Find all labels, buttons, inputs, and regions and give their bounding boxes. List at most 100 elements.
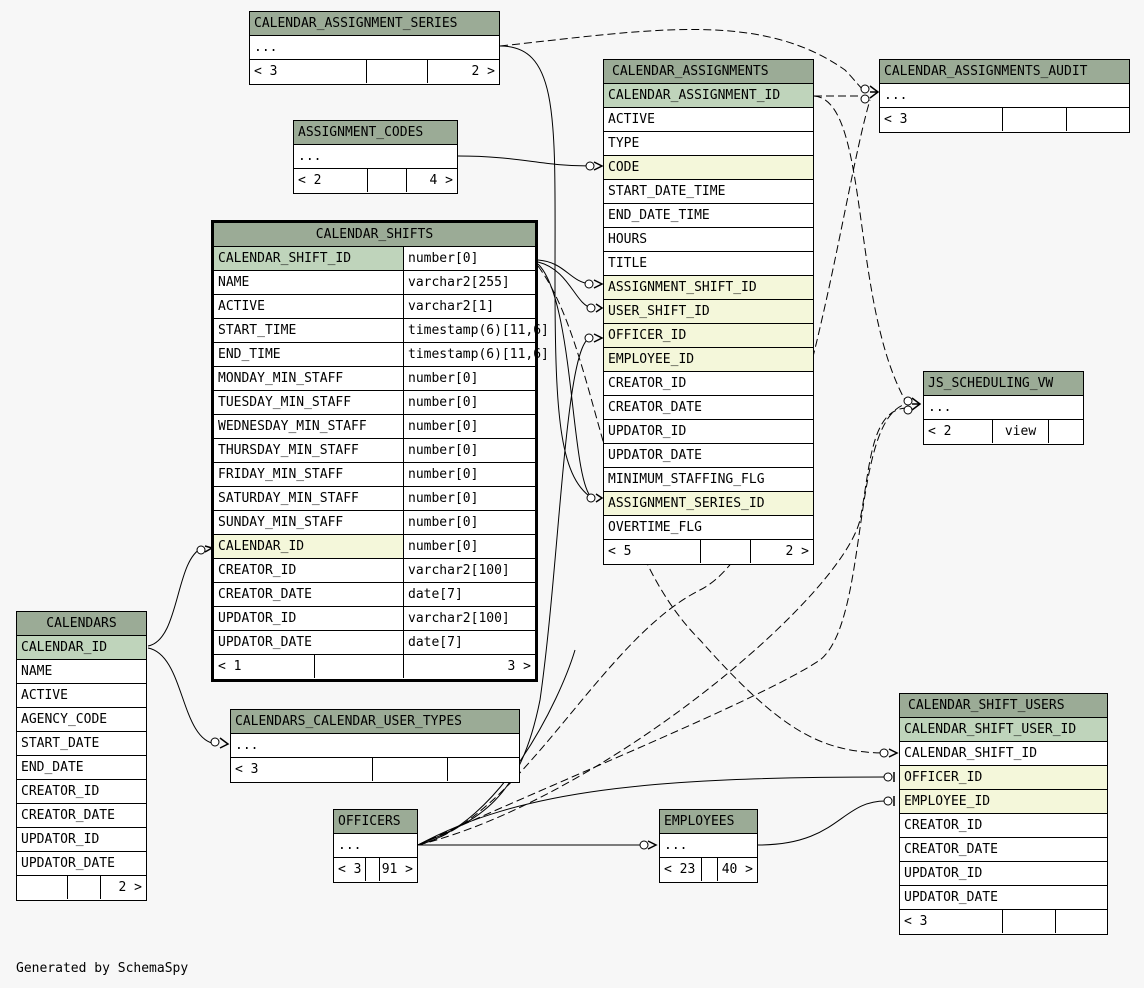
edge-officers-shift-users: [417, 776, 888, 846]
column-row: CALENDAR_ID: [17, 636, 146, 660]
column-row: END_DATE_TIME: [604, 204, 813, 228]
column-row: UPDATOR_ID: [604, 420, 813, 444]
footer-children[interactable]: [1066, 108, 1129, 131]
footer-children[interactable]: 91 >: [379, 858, 417, 881]
crowfoot: [647, 840, 658, 850]
footer-mid: [1002, 910, 1055, 933]
crowfoot: [219, 737, 230, 749]
edge-end-circle: [584, 279, 594, 289]
table-footer: 2 >: [17, 876, 146, 900]
footer-parents[interactable]: < 3: [904, 914, 928, 929]
footer-parents[interactable]: [17, 876, 67, 899]
footer-children[interactable]: 2 >: [100, 876, 146, 899]
edge-end-circle: [879, 748, 889, 758]
column-row: START_DATE_TIME: [604, 180, 813, 204]
footer-mid: [1002, 108, 1066, 131]
table-title: EMPLOYEES: [664, 814, 735, 829]
footer-parents[interactable]: < 5: [608, 544, 632, 559]
table-assignment-codes[interactable]: ASSIGNMENT_CODES ... < 2 4 >: [293, 120, 458, 194]
edge-end-circle: [196, 545, 206, 555]
column-row: CREATOR_DATE: [900, 838, 1107, 862]
table-footer: < 3 91 >: [334, 858, 417, 882]
column-row: UPDATOR_DATE: [604, 444, 813, 468]
table-calendar-assignment-series[interactable]: CALENDAR_ASSIGNMENT_SERIES ... < 3 2 >: [249, 11, 500, 85]
footer-parents[interactable]: < 3: [235, 762, 259, 777]
footer-parents[interactable]: < 3: [884, 112, 908, 127]
column-row: ASSIGNMENT_SERIES_ID: [604, 492, 813, 516]
crowfoot: [593, 333, 604, 343]
edge-end-circle: [210, 737, 220, 747]
footer-parents[interactable]: < 3: [254, 64, 278, 79]
column-row: HOURS: [604, 228, 813, 252]
table-title: CALENDAR_ASSIGNMENTS: [612, 64, 769, 79]
crowfoot: [595, 303, 604, 313]
footer-children[interactable]: [1055, 910, 1107, 933]
footer-mid: [700, 540, 750, 563]
column-row: EMPLOYEE_ID: [604, 348, 813, 372]
column-row: ACTIVE: [17, 684, 146, 708]
table-footer: < 2 view: [924, 420, 1083, 444]
footer-mid: [314, 655, 403, 678]
footer-children[interactable]: 2 >: [750, 540, 813, 563]
table-officers[interactable]: OFFICERS ... < 3 91 >: [333, 809, 418, 883]
crowfoot: [888, 748, 899, 758]
column-row: CREATOR_ID: [17, 780, 146, 804]
footer-parents[interactable]: < 2: [298, 173, 322, 188]
footer-parents[interactable]: < 23: [664, 862, 696, 877]
column-row: ASSIGNMENT_SHIFT_ID: [604, 276, 813, 300]
footer-parents[interactable]: < 2: [928, 424, 952, 439]
column-row: EMPLOYEE_ID: [900, 790, 1107, 814]
column-row: UPDATOR_ID: [900, 862, 1107, 886]
edge-calendars-user-types: [147, 647, 217, 745]
table-js-scheduling-vw[interactable]: JS_SCHEDULING_VW ... < 2 view: [923, 371, 1084, 445]
footer-parents[interactable]: < 1: [218, 659, 242, 674]
table-calendars[interactable]: CALENDARS CALENDAR_ID NAME ACTIVE AGENCY…: [16, 611, 147, 901]
crowfoot: [593, 161, 604, 171]
footer-children[interactable]: [447, 758, 519, 781]
table-row: ...: [294, 145, 457, 169]
column-row: CREATOR_ID: [900, 814, 1107, 838]
table-employees[interactable]: EMPLOYEES ... < 23 40 >: [659, 809, 758, 883]
edge-employees-shift-users: [757, 800, 888, 846]
column-row: TYPE: [604, 132, 813, 156]
edge-codes-assignments: [457, 155, 591, 167]
column-row: CREATOR_DATE: [604, 396, 813, 420]
footer-mid: [365, 858, 379, 881]
edge-shifts-assign-shift: [537, 259, 591, 285]
table-row: ...: [250, 36, 499, 60]
footer-parents[interactable]: < 3: [338, 862, 362, 877]
column-row: UPDATOR_DATE: [17, 852, 146, 876]
table-title: JS_SCHEDULING_VW: [928, 376, 1054, 391]
footer-children[interactable]: 2 >: [427, 60, 499, 83]
crowfoot: [595, 493, 604, 503]
footer-children[interactable]: [1048, 420, 1083, 443]
footer-children[interactable]: 4 >: [406, 169, 457, 192]
table-title: CALENDAR_ASSIGNMENT_SERIES: [254, 16, 458, 31]
table-title: CALENDAR_SHIFT_USERS: [908, 698, 1065, 713]
table-calendars-calendar-user-types[interactable]: CALENDARS_CALENDAR_USER_TYPES ... < 3: [230, 709, 520, 783]
edge-end-circle: [860, 94, 870, 104]
footer-children[interactable]: 3 >: [403, 655, 535, 678]
edge-end-circle: [586, 303, 596, 313]
footer-children[interactable]: 40 >: [717, 858, 757, 881]
table-calendar-assignments[interactable]: CALENDAR_ASSIGNMENTS CALENDAR_ASSIGNMENT…: [603, 59, 814, 565]
column-row: START_DATE: [17, 732, 146, 756]
edge-end-circle: [903, 396, 913, 406]
table-row: ...: [334, 834, 417, 858]
table-footer: < 3: [900, 910, 1107, 934]
table-row: ...: [880, 84, 1129, 108]
edge-end-circle: [860, 84, 870, 94]
table-calendar-assignments-audit[interactable]: CALENDAR_ASSIGNMENTS_AUDIT ... < 3: [879, 59, 1130, 133]
edge-end-circle: [585, 161, 595, 171]
column-row: CALENDAR_SHIFT_ID: [900, 742, 1107, 766]
column-row: CREATOR_DATE: [17, 804, 146, 828]
table-calendar-shift-users[interactable]: CALENDAR_SHIFT_USERS CALENDAR_SHIFT_USER…: [899, 693, 1108, 935]
column-row: OFFICER_ID: [604, 324, 813, 348]
